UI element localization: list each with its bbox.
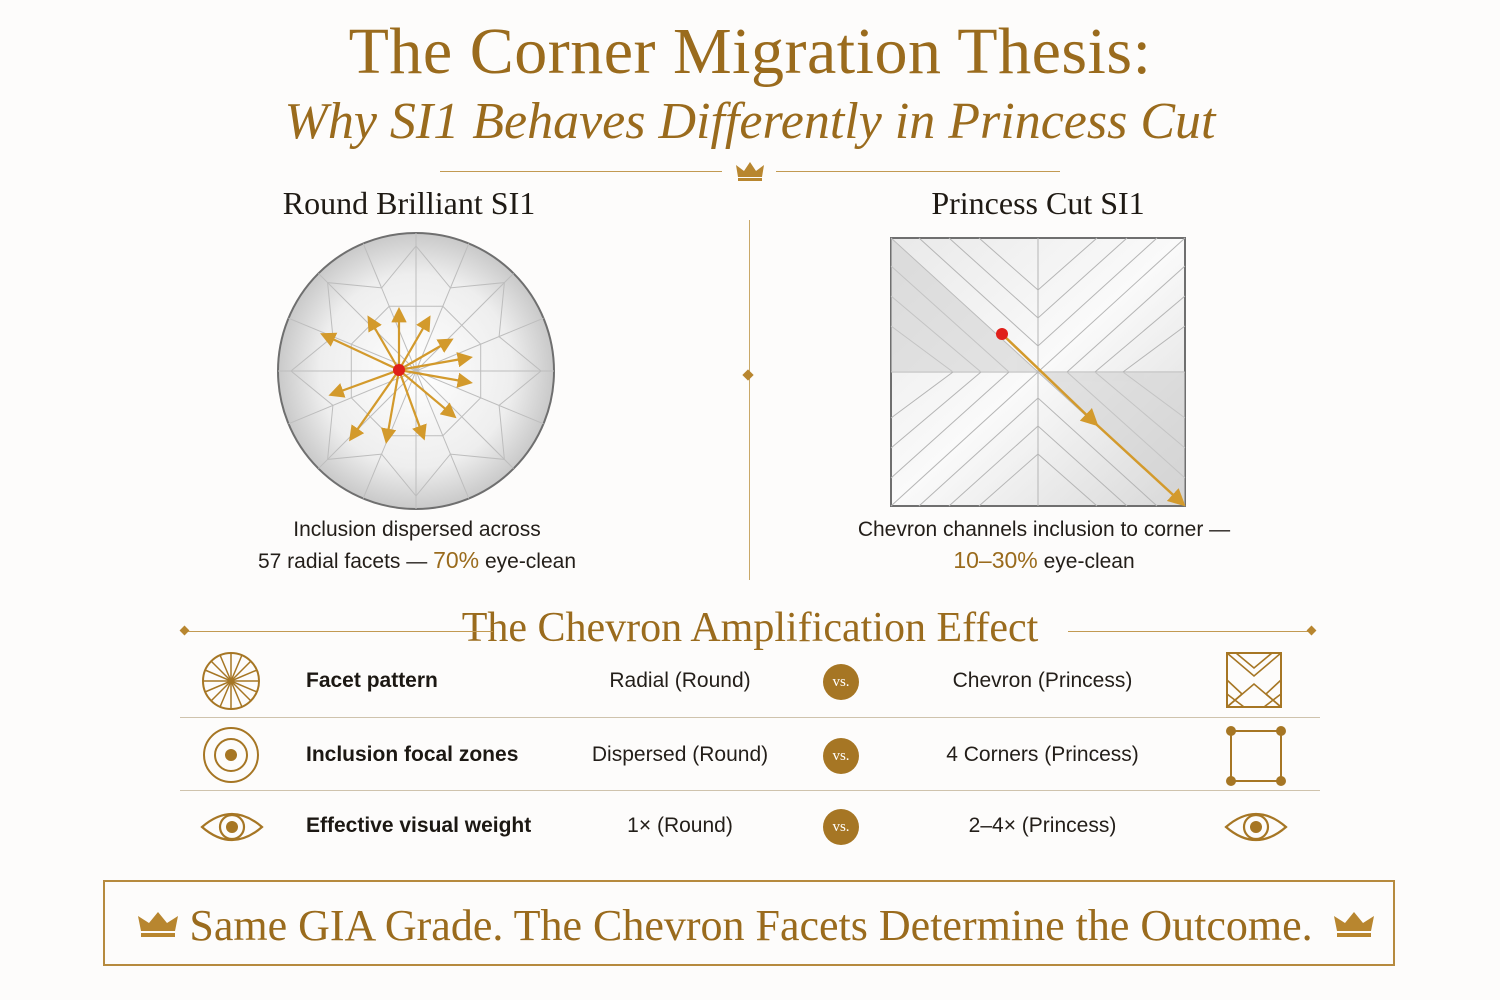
dispersion-arrow [398, 338, 454, 371]
dispersion-arrow [397, 369, 427, 441]
chevron-square-icon [1226, 652, 1282, 708]
princess-value: 4 Corners (Princess) [946, 743, 1139, 766]
divider-ornament [742, 369, 754, 381]
dispersion-arrow [398, 352, 473, 372]
page-subtitle: Why SI1 Behaves Differently in Princess … [284, 93, 1216, 150]
four-corners-icon [1226, 726, 1286, 786]
comparison-row-facet-pattern: Facet pattern Radial (Round) vs. Chevron… [180, 647, 1320, 717]
conclusion-text: Same GIA Grade. The Chevron Facets Deter… [189, 901, 1313, 950]
dispersion-arrow [398, 315, 431, 371]
princess-caption-line1: Chevron channels inclusion to corner — [857, 518, 1231, 541]
comparison-row-visual-weight: Effective visual weight 1× (Round) vs. 2… [180, 792, 1320, 862]
vs-badge: vs. [823, 738, 859, 774]
vs-badge: vs. [823, 664, 859, 700]
section-rule-left [188, 631, 493, 632]
round-diamond-label: Round Brilliant SI1 [282, 185, 536, 221]
inclusion-dot [996, 328, 1008, 340]
princess-caption: Chevron channels inclusion to corner — 1… [744, 515, 1344, 577]
title-divider-right [776, 171, 1060, 172]
section-rule-right [1068, 631, 1308, 632]
princess-value: 2–4× (Princess) [968, 814, 1117, 837]
round-caption-line2: 57 radial facets — 70% eye-clean [257, 547, 577, 573]
dispersion-arrow [398, 369, 457, 419]
conclusion-banner: Same GIA Grade. The Chevron Facets Deter… [103, 880, 1395, 966]
round-brilliant-diamond [277, 232, 555, 510]
vs-badge: vs. [823, 809, 859, 845]
concentric-circles-icon [203, 727, 259, 783]
round-value: Dispersed (Round) [591, 743, 769, 766]
inclusion-dot [393, 364, 405, 376]
round-caption-line1: Inclusion dispersed across [293, 518, 541, 541]
eye-icon [200, 813, 264, 841]
dispersion-arrow [367, 315, 400, 371]
title-divider-left [440, 171, 722, 172]
princess-eye-clean-percent: 10–30% [953, 547, 1038, 573]
round-eye-clean-percent: 70% [433, 547, 480, 573]
comparison-row-inclusion-focal-zones: Inclusion focal zones Dispersed (Round) … [180, 721, 1320, 791]
crown-icon [1334, 912, 1374, 937]
dispersion-arrow [349, 369, 400, 442]
round-value: 1× (Round) [627, 814, 733, 837]
crown-icon [736, 162, 764, 181]
princess-value: Chevron (Princess) [952, 669, 1133, 692]
center-divider [749, 220, 750, 580]
princess-cut-diamond [890, 237, 1186, 507]
dispersion-arrow [328, 368, 400, 398]
radial-wheel-icon [202, 652, 260, 710]
round-caption: Inclusion dispersed across 57 radial fac… [117, 515, 717, 577]
eye-icon [1224, 813, 1288, 841]
dispersion-arrow [398, 368, 473, 388]
crown-icon [138, 912, 178, 937]
dispersion-arrow [381, 369, 401, 444]
metric-label: Inclusion focal zones [306, 743, 519, 766]
metric-label: Facet pattern [306, 669, 438, 692]
dispersion-arrow [320, 332, 400, 371]
section-title: The Chevron Amplification Effect [461, 605, 1039, 651]
row-divider [180, 790, 1320, 791]
row-divider [180, 717, 1320, 718]
metric-label: Effective visual weight [306, 814, 532, 837]
page-title: The Corner Migration Thesis: [348, 15, 1152, 88]
princess-caption-line2: 10–30% eye-clean [953, 547, 1135, 573]
round-value: Radial (Round) [609, 669, 751, 692]
princess-diamond-label: Princess Cut SI1 [931, 185, 1145, 221]
